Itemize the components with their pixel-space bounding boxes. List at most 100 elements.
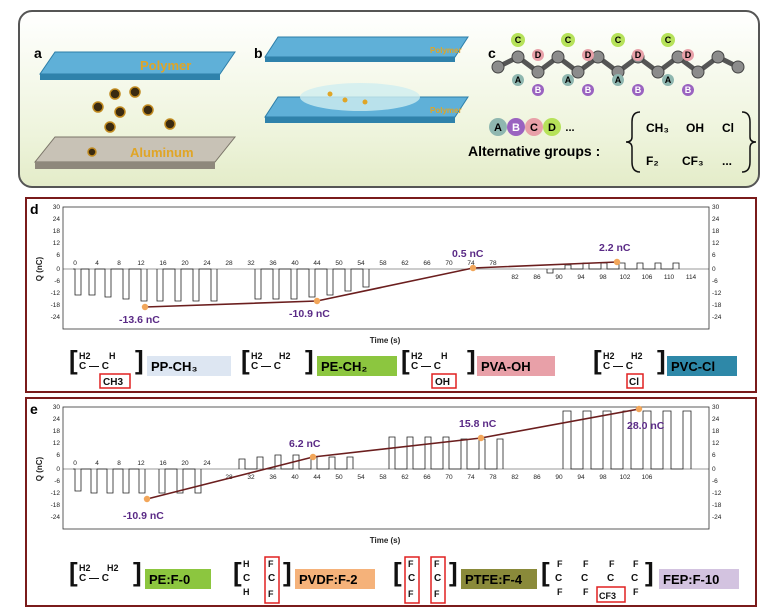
svg-text:H: H — [109, 351, 116, 361]
x-ticks-top: 0 4 8 12 16 20 24 28 32 36 40 44 50 54 5… — [73, 260, 497, 267]
trend-line-d — [144, 261, 618, 308]
svg-text:12: 12 — [137, 260, 145, 267]
groups-bracket — [625, 111, 757, 173]
polymer-label-b2: Polymer — [430, 106, 462, 115]
annotation-e-2: 6.2 nC — [289, 438, 321, 450]
svg-text:66: 66 — [423, 260, 431, 267]
svg-text:C — C: C — C — [251, 361, 281, 372]
svg-text:54: 54 — [357, 474, 365, 481]
polymer-plate-a — [39, 51, 236, 75]
svg-text:]: ] — [467, 345, 476, 375]
svg-text:A: A — [494, 122, 502, 134]
y-ticks-right-e: 30 24 18 12 6 0 -6 -12 -18 -24 — [712, 404, 722, 521]
svg-text:90: 90 — [555, 474, 563, 481]
svg-text:62: 62 — [401, 260, 409, 267]
svg-text:F: F — [434, 589, 440, 599]
svg-text:4: 4 — [95, 460, 99, 467]
svg-text:D: D — [685, 50, 692, 60]
svg-text:24: 24 — [203, 260, 211, 267]
svg-text:74: 74 — [467, 260, 475, 267]
groups-list: CH₃ OH Cl F₂ CF₃ ... — [646, 121, 734, 168]
top-illustrations: a Polymer Aluminum b Polymer Polymer c — [33, 33, 757, 173]
svg-text:-6: -6 — [712, 478, 718, 485]
svg-text:C: C — [408, 573, 415, 584]
svg-text:...: ... — [565, 122, 574, 134]
svg-text:H2: H2 — [107, 563, 119, 573]
svg-text:C — C: C — C — [603, 361, 633, 372]
svg-text:OH: OH — [435, 377, 450, 388]
svg-text:16: 16 — [159, 460, 167, 467]
svg-text:H2: H2 — [279, 351, 291, 361]
svg-text:12: 12 — [53, 240, 61, 247]
svg-text:24: 24 — [712, 216, 720, 223]
svg-text:]: ] — [657, 345, 666, 375]
svg-text:6: 6 — [712, 452, 716, 459]
svg-text:-18: -18 — [51, 302, 61, 309]
svg-text:98: 98 — [599, 474, 607, 481]
svg-text:-6: -6 — [712, 278, 718, 285]
svg-text:74: 74 — [467, 474, 475, 481]
svg-text:H: H — [243, 559, 250, 569]
svg-text:40: 40 — [291, 260, 299, 267]
y-axis-label: Q (nC) — [35, 256, 44, 281]
svg-text:F: F — [408, 589, 414, 599]
svg-text:102: 102 — [620, 474, 631, 481]
svg-text:PTFE:F-4: PTFE:F-4 — [465, 572, 523, 587]
svg-text:CH₃: CH₃ — [646, 121, 669, 135]
svg-text:D: D — [635, 50, 642, 60]
svg-text:0: 0 — [73, 260, 77, 267]
annotation-d-3: 0.5 nC — [452, 248, 484, 260]
trend-line-e — [146, 408, 640, 500]
svg-text:70: 70 — [445, 260, 453, 267]
svg-text:[: [ — [69, 557, 78, 587]
svg-text:C: C — [581, 573, 588, 584]
svg-text:-12: -12 — [712, 290, 722, 297]
panel-d: d Q (nC) Time (s) 30 24 18 12 6 0 -6 -12… — [25, 197, 757, 393]
svg-text:[: [ — [241, 345, 250, 375]
aluminum-label: Aluminum — [130, 145, 194, 160]
svg-text:C: C — [607, 573, 614, 584]
svg-text:PE:F-0: PE:F-0 — [149, 572, 190, 587]
svg-text:0: 0 — [56, 466, 60, 473]
annotation-e-3: 15.8 nC — [459, 418, 497, 430]
svg-text:106: 106 — [642, 474, 653, 481]
svg-text:-24: -24 — [51, 514, 61, 521]
svg-text:-6: -6 — [54, 478, 60, 485]
label-a: a — [34, 45, 42, 61]
svg-text:C: C — [268, 573, 275, 584]
svg-text:18: 18 — [53, 228, 61, 235]
charge-pulses-d — [73, 262, 680, 302]
x-axis-label: Time (s) — [370, 336, 401, 345]
svg-text:B: B — [535, 85, 542, 95]
svg-text:-12: -12 — [51, 290, 61, 297]
svg-text:Cl: Cl — [722, 121, 734, 135]
svg-text:C: C — [565, 35, 572, 45]
svg-text:30: 30 — [712, 404, 720, 411]
svg-text:A: A — [565, 75, 572, 85]
polymer-label-a: Polymer — [140, 58, 191, 73]
svg-text:]: ] — [449, 557, 458, 587]
svg-text:30: 30 — [712, 204, 720, 211]
svg-text:36: 36 — [269, 474, 277, 481]
structure-pva: [ H2 H C — C ] OH PVA-OH — [401, 345, 555, 389]
svg-text:H2: H2 — [411, 351, 423, 361]
svg-text:44: 44 — [313, 474, 321, 481]
svg-text:-12: -12 — [712, 490, 722, 497]
plot-frame — [62, 206, 710, 330]
svg-text:18: 18 — [53, 428, 61, 435]
svg-text:86: 86 — [533, 274, 541, 281]
svg-text:[: [ — [233, 557, 242, 587]
svg-text:54: 54 — [357, 260, 365, 267]
svg-text:-24: -24 — [51, 314, 61, 321]
svg-text:36: 36 — [269, 260, 277, 267]
x-ticks-top-e: 0 4 8 12 16 20 24 — [73, 460, 211, 467]
svg-text:16: 16 — [159, 260, 167, 267]
svg-text:H2: H2 — [251, 351, 263, 361]
svg-text:8: 8 — [117, 260, 121, 267]
label-c: c — [488, 45, 496, 61]
x-ticks-bottom-e: 28 32 36 40 44 50 54 58 62 66 70 74 78 8… — [225, 474, 652, 481]
annotation-e-4: 28.0 nC — [627, 420, 665, 432]
structure-ptfe: [ F C F F C F ] PTFE:F-4 — [393, 556, 537, 604]
svg-text:0: 0 — [56, 266, 60, 273]
svg-text:C: C — [631, 573, 638, 584]
